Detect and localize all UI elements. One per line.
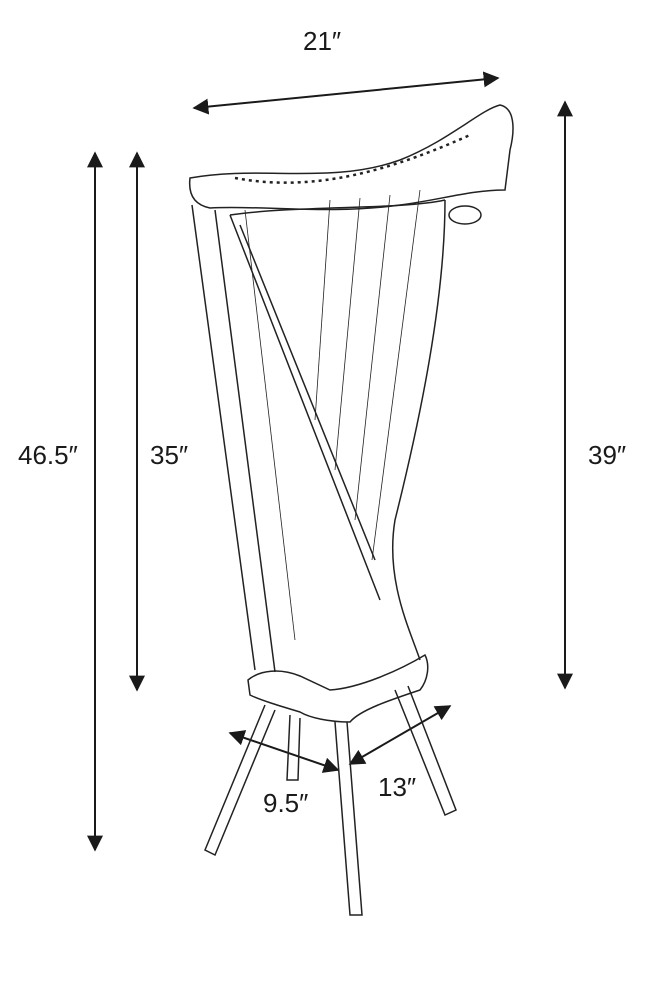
total-height-label: 46.5″ — [18, 440, 78, 470]
width-arrow — [192, 71, 500, 115]
depth-label: 9.5″ — [263, 788, 309, 818]
stand-width-arrow — [348, 705, 452, 765]
soundbox-height-label: 39″ — [588, 440, 627, 470]
depth-arrow — [228, 730, 340, 773]
harp-drawing — [188, 104, 514, 916]
width-label: 21″ — [303, 26, 342, 56]
stand-width-label: 13″ — [378, 772, 417, 802]
harp-height-label: 35″ — [150, 440, 189, 470]
